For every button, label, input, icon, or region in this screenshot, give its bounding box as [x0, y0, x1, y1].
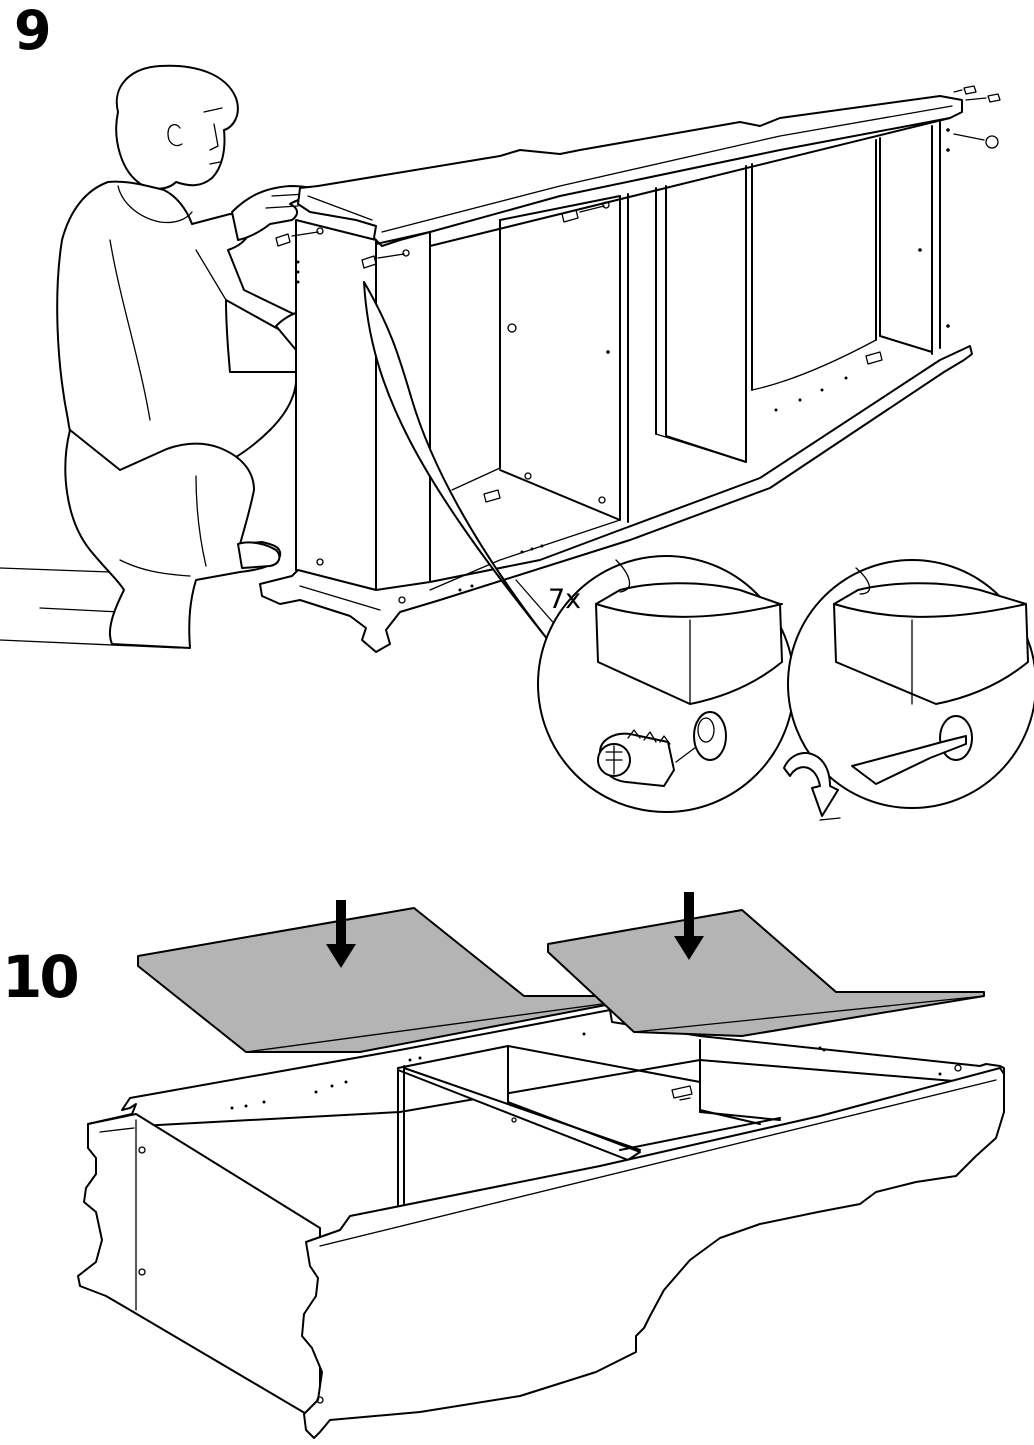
quantity-label: 7x: [548, 584, 581, 615]
detail-circle-cam-tighten: [784, 560, 1034, 820]
